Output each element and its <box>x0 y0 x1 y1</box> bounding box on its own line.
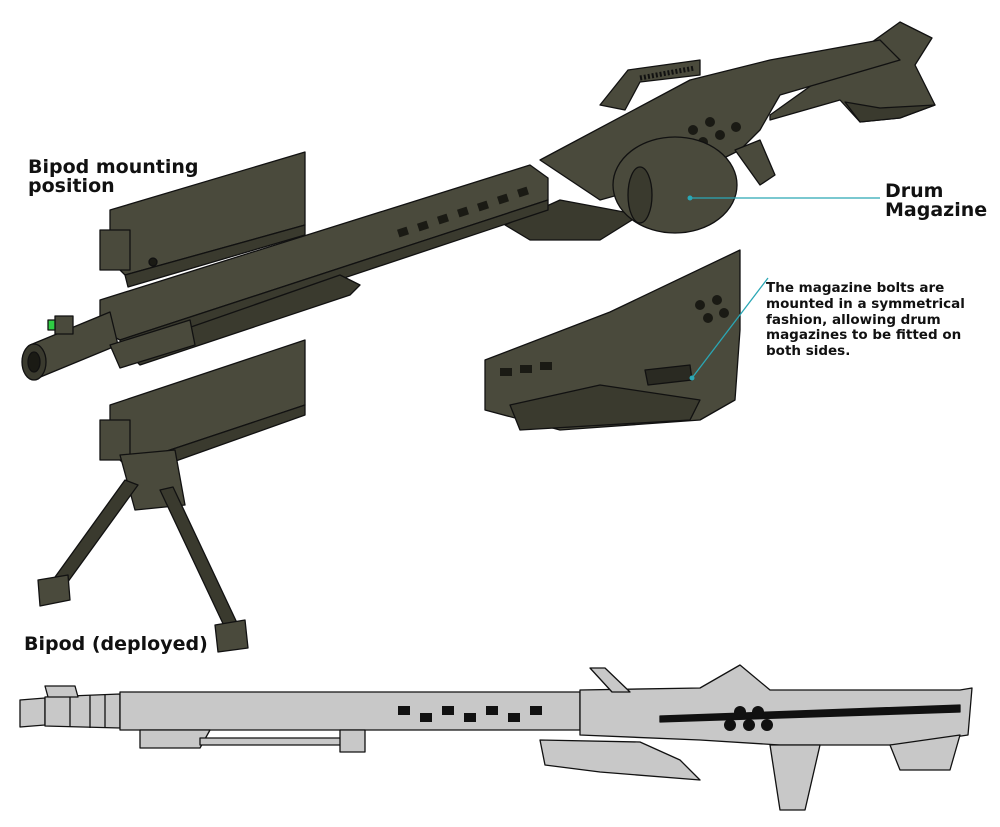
side-carry-handle <box>589 667 631 693</box>
side-receiver <box>579 664 973 746</box>
front-sight <box>54 315 74 335</box>
rifle-grip <box>734 139 776 186</box>
side-bipod-folded <box>139 729 211 749</box>
forend-vents <box>397 186 529 238</box>
detail-bipod-mount <box>99 151 306 288</box>
label-magazine-bolts-note: The magazine bolts are mounted in a symm… <box>766 280 965 360</box>
sight-indicator <box>47 319 56 331</box>
side-forend <box>119 691 581 731</box>
detail-magazine-bolts <box>484 249 741 431</box>
side-vents <box>398 706 542 722</box>
callout-magazine-bolts <box>691 277 769 379</box>
label-bipod-mounting-position: Bipod mounting position <box>28 156 199 197</box>
main-rifle-perspective <box>21 21 936 381</box>
side-lower-housing <box>539 739 701 781</box>
bipod-left-foot <box>37 574 71 607</box>
bipod-left-leg <box>49 479 139 591</box>
carry-handle <box>599 59 701 111</box>
side-bolt-holes <box>724 706 773 731</box>
label-drum-magazine: Drum Magazine <box>885 180 988 221</box>
side-grip <box>769 744 821 811</box>
callout-lines <box>687 195 880 381</box>
bipod-right-foot <box>214 619 249 653</box>
side-view-rifle <box>19 664 973 811</box>
detail-bipod-deployed <box>37 339 306 653</box>
side-barrel <box>19 697 46 728</box>
bolt-holes <box>688 117 741 147</box>
label-bipod-deployed: Bipod (deployed) <box>24 633 208 655</box>
bipod-right-leg <box>159 486 239 631</box>
